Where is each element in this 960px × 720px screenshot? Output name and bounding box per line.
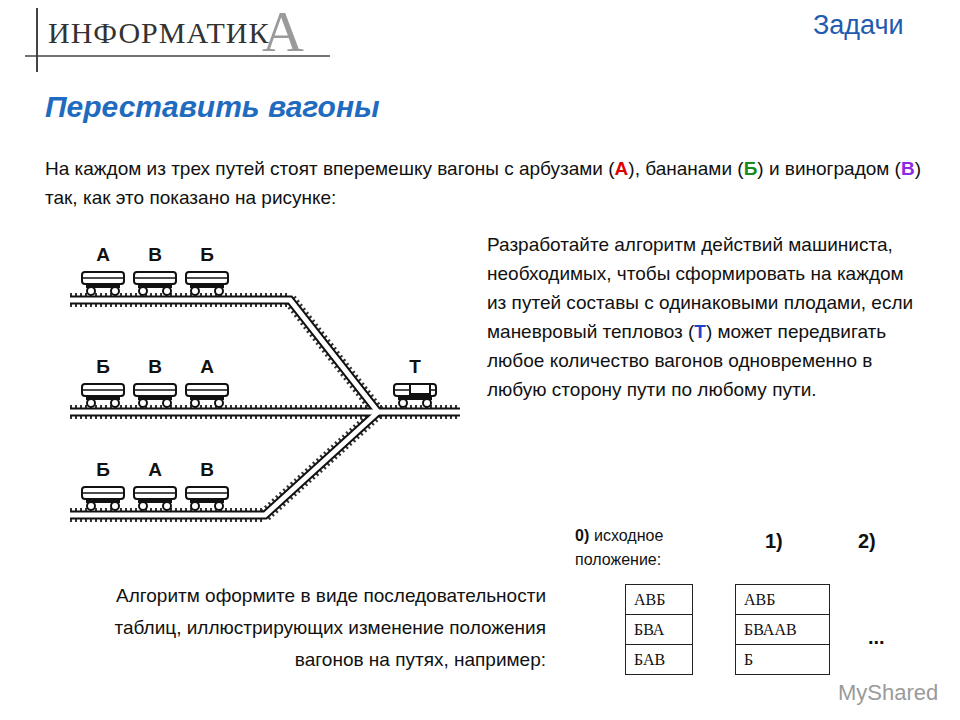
table-cell: АВБ	[625, 584, 693, 615]
wagon-letter: Б	[96, 356, 110, 377]
wagon-letter: А	[148, 459, 162, 480]
wagon	[186, 384, 228, 407]
text-block: ИНФОРМАТИК	[48, 16, 269, 50]
rail	[70, 408, 460, 417]
rail-gap	[70, 412, 378, 515]
state-table: АВББВААВБ	[735, 585, 830, 675]
wagon	[82, 487, 124, 510]
locomotive	[394, 384, 436, 407]
text-block: А	[262, 0, 304, 65]
wagon-letter: А	[96, 244, 110, 265]
wagon-letter: А	[200, 356, 214, 377]
table-cell: БАВ	[625, 644, 693, 675]
wagon-letter: В	[148, 356, 162, 377]
wagon-letter: Б	[96, 459, 110, 480]
task-text: А	[615, 158, 629, 179]
text-block: 0)исходное положение:	[575, 524, 735, 572]
logo-word: ИНФОРМАТИК	[48, 16, 269, 49]
wagon-letter: Т	[409, 356, 421, 377]
wagon	[134, 272, 176, 295]
table-cell: Б	[735, 644, 830, 675]
rail-gap	[70, 410, 460, 415]
text-block: Алгоритм оформите в виде последовательно…	[70, 580, 546, 676]
text-block: MyShared	[838, 680, 938, 706]
table-cell: БВА	[625, 614, 693, 645]
text-block: В	[135, 244, 175, 266]
locomotive-body	[394, 384, 436, 407]
wagon	[82, 272, 124, 295]
text-block: На каждом из трех путей стоят вперемешку…	[45, 154, 935, 212]
task-text: Б	[744, 158, 758, 179]
rail	[70, 300, 378, 412]
text-block: 1)	[765, 530, 783, 553]
tracks	[70, 300, 460, 515]
wagon	[82, 384, 124, 407]
text-block: Разработайте алгоритм действий машиниста…	[487, 230, 919, 404]
text-block: Б	[83, 459, 123, 481]
text-block: А	[83, 244, 123, 266]
text-block: Задачи	[813, 10, 904, 41]
step-number: 2)	[858, 530, 876, 552]
text-block: Т	[395, 356, 435, 378]
rail	[70, 412, 378, 515]
ellipsis: ...	[868, 626, 885, 648]
track	[70, 412, 378, 515]
logo-line	[36, 8, 38, 72]
logo-letter: А	[262, 0, 304, 64]
wagon	[186, 272, 228, 295]
slide-title: Переставить вагоны	[45, 90, 380, 124]
text-block: В	[135, 356, 175, 378]
wagon	[186, 487, 228, 510]
text-block: А	[187, 356, 227, 378]
wagon-letter: В	[148, 244, 162, 265]
rail-gap	[70, 300, 378, 412]
state-table: АВББВАБАВ	[625, 585, 693, 675]
text-block: В	[187, 459, 227, 481]
task-text: В	[901, 158, 915, 179]
wagon-letter: Б	[200, 244, 214, 265]
step-label: 0)	[575, 527, 589, 544]
table-cell: АВБ	[735, 584, 830, 615]
wagon	[134, 384, 176, 407]
task-text: ) и виноградом (	[757, 158, 901, 179]
text-block: А	[135, 459, 175, 481]
task-text: Т	[694, 321, 706, 342]
watermark: MyShared	[838, 680, 938, 705]
text-block: ...	[868, 626, 885, 649]
task-text: ), бананами (	[628, 158, 743, 179]
track	[70, 300, 378, 412]
wagon-letter: В	[200, 459, 214, 480]
section-heading: Задачи	[813, 10, 904, 40]
wagon	[134, 487, 176, 510]
text-block: 2)	[858, 530, 876, 553]
instruction-text: Алгоритм оформите в виде последовательно…	[115, 585, 547, 670]
step-number: 1)	[765, 530, 783, 552]
text-block: Б	[83, 356, 123, 378]
locomotive-cab	[410, 384, 430, 394]
text-block: Б	[187, 244, 227, 266]
table-cell: БВААВ	[735, 614, 830, 645]
task-text: На каждом из трех путей стоят вперемешку…	[45, 158, 615, 179]
